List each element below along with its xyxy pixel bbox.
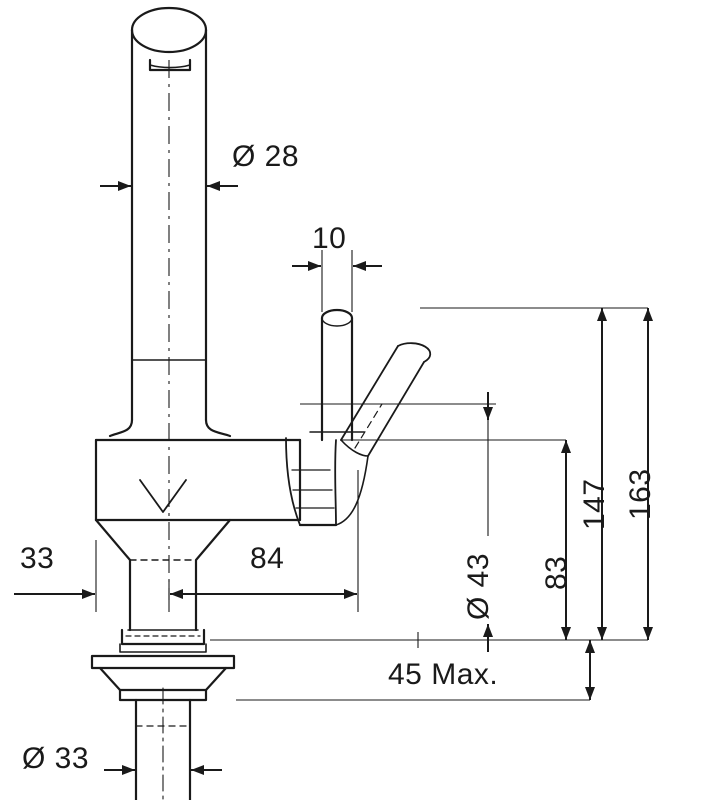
dimension-lines — [14, 181, 653, 775]
dimension-label-147: 147 — [578, 478, 611, 530]
dimension-label-83: 83 — [540, 555, 573, 590]
dimension-label-10: 10 — [312, 222, 347, 255]
dimension-label-dia-33-base: Ø 33 — [22, 742, 90, 775]
dimension-label-84: 84 — [250, 542, 285, 575]
dimension-label-dia-43: Ø 43 — [462, 552, 495, 620]
dimension-label-33-left: 33 — [20, 542, 55, 575]
tap-body-outline — [90, 6, 432, 800]
extension-lines — [95, 60, 648, 771]
dimension-label-dia-28: Ø 28 — [232, 140, 300, 173]
dimension-label-163: 163 — [624, 468, 657, 520]
dimension-label-45-max: 45 Max. — [388, 658, 499, 691]
